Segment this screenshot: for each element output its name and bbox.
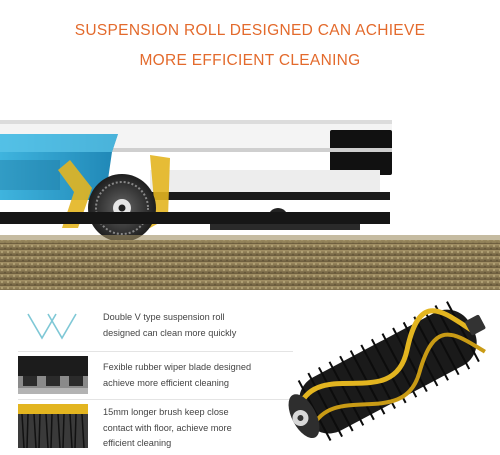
headline-line-1: SUSPENSION ROLL DESIGNED CAN ACHIEVE <box>74 22 426 39</box>
robot-base-plate <box>0 212 390 224</box>
carpet-floor <box>0 235 500 290</box>
headline-line-2: MORE EFFICIENT CLEANING <box>139 52 361 69</box>
roller-brush-image <box>288 301 486 441</box>
robot-cutaway-illustration <box>0 120 500 290</box>
feature-3-line-1: 15mm longer brush keep close <box>103 407 229 417</box>
feature-2-line-2: achieve more efficient cleaning <box>103 377 229 388</box>
suspension-arm-highlight <box>58 155 170 228</box>
feature-1-line-1: Double V type suspension roll <box>103 312 225 322</box>
feature-2-text: Fexible rubber wiper blade designed achi… <box>103 360 278 391</box>
feature-3-text: 15mm longer brush keep close contact wit… <box>103 405 278 452</box>
feature-3-line-3: efficient cleaning <box>103 438 172 448</box>
dust-bin-cutaway <box>0 134 118 200</box>
rubber-wiper-strip <box>297 308 476 406</box>
brush-end-cap <box>288 394 320 439</box>
feature-3-line-2: contact with floor, achieve more <box>103 422 232 433</box>
bristle-brush-icon <box>18 404 88 448</box>
feature-1-line-2: designed can clean more quickly <box>103 327 237 338</box>
feature-divider <box>18 351 293 352</box>
feature-divider <box>18 399 293 400</box>
drive-wheel <box>88 174 156 242</box>
feature-2-line-1: Fexible rubber wiper blade designed <box>103 362 252 372</box>
rubber-wiper-blade-icon <box>18 356 88 394</box>
feature-1-text: Double V type suspension roll designed c… <box>103 310 278 341</box>
double-v-icon <box>27 313 77 340</box>
